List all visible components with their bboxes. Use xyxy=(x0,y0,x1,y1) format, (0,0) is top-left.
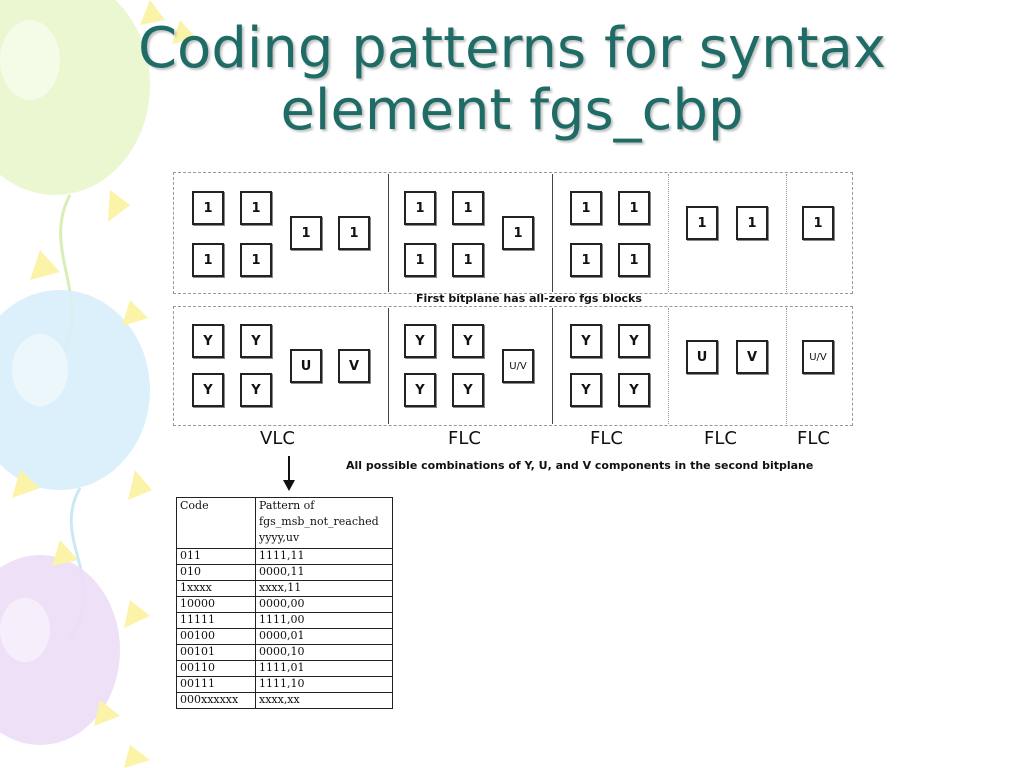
block-uv: U/V xyxy=(502,349,534,383)
block-v: V xyxy=(338,349,370,383)
block-1: 1 xyxy=(240,243,272,277)
block-1: 1 xyxy=(502,216,534,250)
bottom-caption: All possible combinations of Y, U, and V… xyxy=(346,459,814,472)
panel-separator xyxy=(668,174,669,292)
header-pattern-line: fgs_msb_not_reached xyxy=(259,515,379,528)
top-caption: First bitplane has all-zero fgs blocks xyxy=(416,292,642,305)
pattern-cell: 1111,00 xyxy=(255,612,393,629)
block-v: V xyxy=(736,340,768,374)
panel-separator xyxy=(668,308,669,424)
block-y: Y xyxy=(240,324,272,358)
block-1: 1 xyxy=(570,243,602,277)
top-row-frame xyxy=(173,172,853,294)
green-balloon-highlight xyxy=(0,20,60,100)
code-cell: 10000 xyxy=(176,596,256,613)
code-cell: 000xxxxxx xyxy=(176,692,256,709)
header-pattern: Pattern of fgs_msb_not_reached yyyy,uv xyxy=(255,497,393,549)
block-1: 1 xyxy=(192,243,224,277)
code-cell: 011 xyxy=(176,548,256,565)
panel-separator xyxy=(786,308,787,424)
code-cell: 11111 xyxy=(176,612,256,629)
purple-balloon-highlight xyxy=(0,598,50,662)
header-pattern-line: yyyy,uv xyxy=(259,531,300,544)
block-y: Y xyxy=(192,324,224,358)
block-y: Y xyxy=(452,373,484,407)
code-cell: 00110 xyxy=(176,660,256,677)
column-label-flc: FLC xyxy=(448,428,481,449)
block-1: 1 xyxy=(618,191,650,225)
column-label-vlc: VLC xyxy=(260,428,295,449)
header-code: Code xyxy=(176,497,256,549)
block-y: Y xyxy=(618,373,650,407)
block-y: Y xyxy=(404,324,436,358)
block-1: 1 xyxy=(404,243,436,277)
block-y: Y xyxy=(570,373,602,407)
panel-separator xyxy=(786,174,787,292)
panel-separator xyxy=(552,308,553,424)
pattern-cell: 1111,11 xyxy=(255,548,393,565)
block-1: 1 xyxy=(290,216,322,250)
block-y: Y xyxy=(452,324,484,358)
block-y: Y xyxy=(240,373,272,407)
block-u: U xyxy=(686,340,718,374)
pattern-cell: 1111,01 xyxy=(255,660,393,677)
header-pattern-line: Pattern of xyxy=(259,499,315,512)
block-y: Y xyxy=(404,373,436,407)
pattern-cell: 0000,00 xyxy=(255,596,393,613)
block-1: 1 xyxy=(570,191,602,225)
panel-separator xyxy=(552,174,553,292)
code-cell: 00100 xyxy=(176,628,256,645)
block-1: 1 xyxy=(736,206,768,240)
block-1: 1 xyxy=(404,191,436,225)
pattern-cell: 0000,01 xyxy=(255,628,393,645)
panel-separator xyxy=(388,308,389,424)
pattern-cell: 0000,10 xyxy=(255,644,393,661)
pattern-cell: 1111,10 xyxy=(255,676,393,693)
blue-balloon-highlight xyxy=(12,334,68,406)
block-y: Y xyxy=(192,373,224,407)
block-uv: U/V xyxy=(802,340,834,374)
code-cell: 00101 xyxy=(176,644,256,661)
block-u: U xyxy=(290,349,322,383)
block-1: 1 xyxy=(192,191,224,225)
panel-separator xyxy=(388,174,389,292)
pattern-cell: xxxx,11 xyxy=(255,580,393,597)
table-header-row: Code Pattern of fgs_msb_not_reached yyyy… xyxy=(176,497,393,549)
block-1: 1 xyxy=(802,206,834,240)
column-label-flc: FLC xyxy=(797,428,830,449)
block-1: 1 xyxy=(452,191,484,225)
slide-title: Coding patterns for syntax element fgs_c… xyxy=(137,16,887,143)
block-y: Y xyxy=(618,324,650,358)
block-1: 1 xyxy=(240,191,272,225)
code-pattern-table: Code Pattern of fgs_msb_not_reached yyyy… xyxy=(176,497,393,709)
bottom-row-frame xyxy=(173,306,853,426)
block-1: 1 xyxy=(686,206,718,240)
down-arrow-icon xyxy=(283,456,295,491)
code-cell: 010 xyxy=(176,564,256,581)
block-1: 1 xyxy=(452,243,484,277)
block-1: 1 xyxy=(338,216,370,250)
block-y: Y xyxy=(570,324,602,358)
pattern-cell: xxxx,xx xyxy=(255,692,393,709)
block-1: 1 xyxy=(618,243,650,277)
code-cell: 00111 xyxy=(176,676,256,693)
pattern-cell: 0000,11 xyxy=(255,564,393,581)
column-label-flc: FLC xyxy=(590,428,623,449)
confetti xyxy=(12,0,196,768)
code-cell: 1xxxx xyxy=(176,580,256,597)
column-label-flc: FLC xyxy=(704,428,737,449)
